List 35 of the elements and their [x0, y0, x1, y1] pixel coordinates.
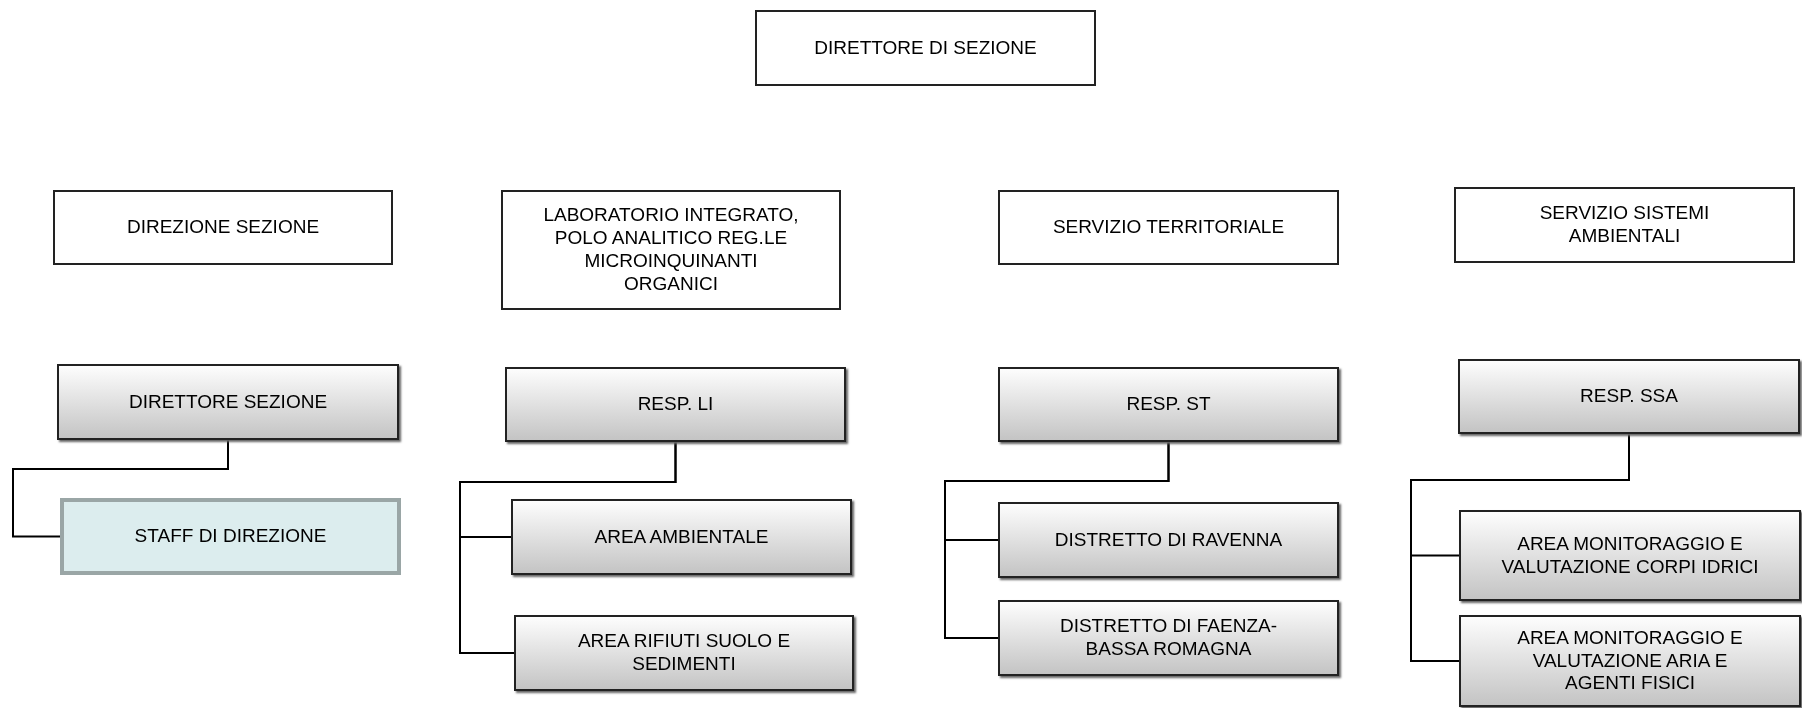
org-box	[514, 615, 854, 691]
box-label: DIRETTORE DI SEZIONE	[814, 36, 1037, 60]
connector-line	[12, 439, 229, 538]
box-label: AREA MONITORAGGIO E VALUTAZIONE CORPI IDRICI	[1500, 532, 1760, 579]
box-label: DIREZIONE SEZIONE	[126, 216, 320, 239]
box-label: AREA RIFIUTI SUOLO E SEDIMENTI	[576, 630, 792, 676]
org-box	[1459, 615, 1801, 707]
org-box	[998, 502, 1339, 578]
box-label: RESP. ST	[1126, 393, 1211, 416]
org-box	[511, 499, 852, 575]
box-label: AREA AMBIENTALE	[594, 525, 769, 549]
connector-line	[944, 441, 1170, 639]
box-label: RESP. SSA	[1580, 385, 1678, 408]
box-label: SERVIZIO SISTEMI AMBIENTALI	[1538, 202, 1711, 248]
connector-line	[459, 441, 677, 654]
org-box	[1454, 187, 1795, 263]
box-label: LABORATORIO INTEGRATO, POLO ANALITICO REG.LE MICROINQUINANTI ORGANICI	[542, 204, 800, 296]
org-box	[60, 498, 401, 575]
box-label: AREA MONITORAGGIO E VALUTAZIONE ARIA E AGENTI FISICI	[1516, 626, 1744, 696]
box-label: SERVIZIO TERRITORIALE	[1052, 216, 1285, 239]
box-label: DIRETTORE SEZIONE	[128, 390, 328, 414]
org-box	[505, 367, 846, 442]
box-label: RESP. LI	[637, 393, 714, 416]
org-box	[57, 364, 399, 440]
box-label: DISTRETTO DI FAENZA-BASSA ROMAGNA	[1058, 615, 1279, 661]
org-box	[1458, 359, 1800, 434]
org-box	[501, 190, 841, 310]
org-box	[998, 600, 1339, 676]
box-label: DISTRETTO DI RAVENNA	[1054, 528, 1283, 552]
org-box	[998, 367, 1339, 442]
box-label: STAFF DI DIREZIONE	[134, 525, 327, 548]
org-box	[998, 190, 1339, 265]
org-box	[1459, 510, 1801, 601]
org-box	[755, 10, 1096, 86]
org-box	[53, 190, 393, 265]
